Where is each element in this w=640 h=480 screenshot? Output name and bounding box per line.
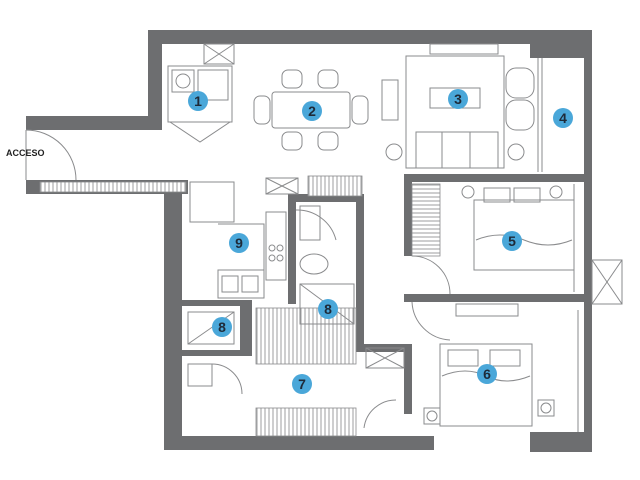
marker-9[interactable]: 9 [229, 233, 249, 253]
marker-3[interactable]: 3 [448, 89, 468, 109]
marker-7[interactable]: 7 [292, 374, 312, 394]
closets [39, 175, 441, 437]
marker-7-label: 7 [298, 376, 306, 392]
marker-6-label: 6 [483, 366, 491, 382]
entry-label: ACCESO [6, 148, 45, 158]
marker-3-label: 3 [454, 91, 462, 107]
entrance-door [25, 129, 77, 181]
marker-1-label: 1 [194, 93, 202, 109]
marker-2[interactable]: 2 [302, 101, 322, 121]
marker-6[interactable]: 6 [477, 364, 497, 384]
walls [26, 30, 592, 452]
marker-9-label: 9 [235, 235, 243, 251]
furniture [167, 43, 623, 432]
marker-4-label: 4 [559, 110, 567, 126]
marker-8-laundry-label: 8 [218, 319, 226, 335]
marker-8-bath-label: 8 [324, 301, 332, 317]
marker-5[interactable]: 5 [502, 231, 522, 251]
marker-2-label: 2 [308, 103, 316, 119]
marker-8-laundry[interactable]: 8 [212, 317, 232, 337]
marker-5-label: 5 [508, 233, 516, 249]
marker-4[interactable]: 4 [553, 108, 573, 128]
marker-8-bath[interactable]: 8 [318, 299, 338, 319]
marker-1[interactable]: 1 [188, 91, 208, 111]
